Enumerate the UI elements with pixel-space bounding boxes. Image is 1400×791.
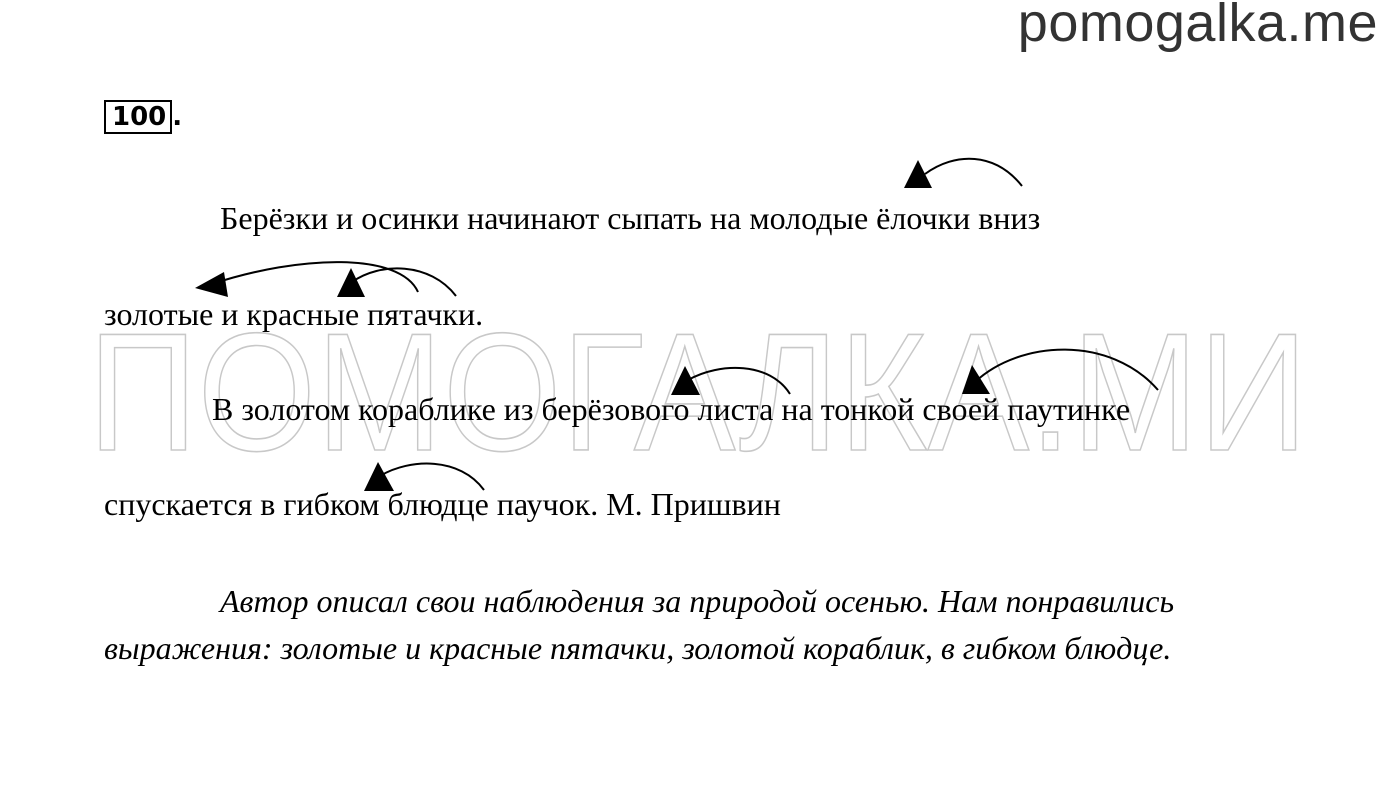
site-name: pomogalka.me	[1017, 0, 1378, 53]
task-number: 100.	[104, 100, 182, 134]
text-line-1: Берёзки и осинки начинают сыпать на моло…	[220, 200, 1041, 236]
arrowhead-icon	[904, 160, 932, 188]
text-line-3: В золотом кораблике из берёзового листа …	[212, 391, 1131, 427]
answer-text: Автор описал свои наблюдения за природой…	[104, 583, 1175, 666]
answer-block: Автор описал свои наблюдения за природой…	[104, 578, 1314, 672]
arrow-curve-krasnye	[351, 267, 457, 297]
arrowhead-icon	[337, 268, 365, 297]
task-number-box: 100	[104, 100, 173, 134]
task-number-suffix: .	[172, 102, 183, 132]
text-line-2: золотые и красные пятачки.	[104, 296, 484, 332]
arrowhead-icon	[195, 272, 228, 297]
arrow-curve-zolotye	[211, 261, 419, 293]
arrow-curve-vniz	[924, 157, 1023, 187]
text-line-4: спускается в гибком блюдце паучок. М. Пр…	[104, 486, 781, 522]
